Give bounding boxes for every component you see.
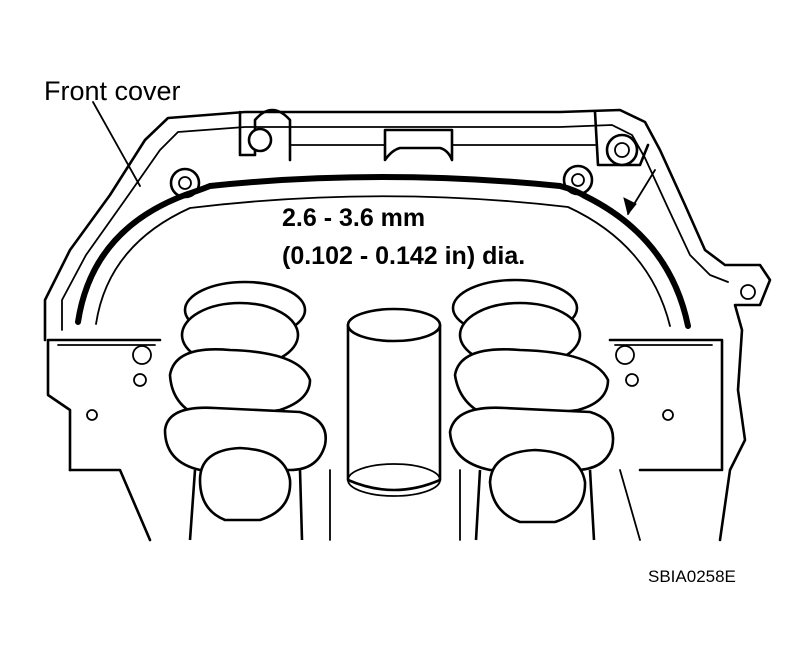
- dimension-mm-label: 2.6 - 3.6 mm: [282, 204, 425, 232]
- flange-bolt-right-inner: [571, 173, 585, 187]
- sealing-surface-inner: [95, 195, 671, 327]
- boss-hole-left: [247, 127, 273, 153]
- liquid-gasket-bead: [75, 174, 691, 329]
- right-camshaft-body: [474, 469, 596, 541]
- spark-plug-tube-bottom: [347, 463, 441, 497]
- deck-hole-3: [615, 345, 635, 365]
- front-cover-leader-line: [92, 101, 141, 187]
- cylinder-head-deck: [46, 338, 724, 472]
- lower-head-outline: [68, 468, 722, 542]
- spark-plug-tube: [346, 323, 442, 492]
- top-boss-center: [383, 128, 454, 162]
- front-cover-outline: [43, 108, 772, 542]
- deck-hole-6: [662, 409, 674, 421]
- lower-head-inner: [329, 469, 641, 541]
- right-cam-lobe-3: [488, 448, 587, 524]
- deck-hole-1: [132, 345, 152, 365]
- flange-bolt-left-inner: [178, 176, 192, 190]
- spark-plug-tube-top: [346, 307, 442, 343]
- side-bolt-right: [740, 284, 756, 300]
- deck-hole-5: [86, 409, 98, 421]
- front-cover-inner-rim: [61, 124, 729, 331]
- front-cover-label: Front cover: [44, 76, 181, 106]
- figure-code-label: SBIA0258E: [648, 567, 736, 586]
- right-cam-lobe-2: [448, 406, 615, 472]
- boss-hole-right: [605, 133, 639, 167]
- boss-hole-right-inner: [614, 142, 630, 158]
- dimension-arrow-head: [623, 197, 637, 216]
- deck-hole-2: [133, 373, 147, 387]
- deck-hole-4: [625, 373, 639, 387]
- left-camshaft-body: [188, 469, 304, 541]
- dimension-in-label: (0.102 - 0.142 in) dia.: [282, 242, 525, 270]
- left-cam-lobe-2: [163, 406, 327, 472]
- left-cam-lobe-3: [198, 446, 292, 522]
